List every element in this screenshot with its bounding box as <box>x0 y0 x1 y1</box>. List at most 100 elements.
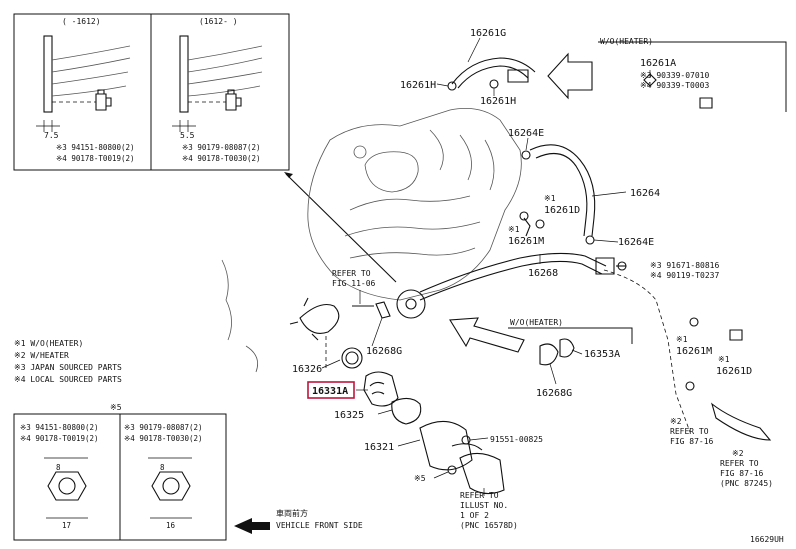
engine-ribs <box>429 129 495 191</box>
label-16261G: 16261G <box>470 28 506 39</box>
gasket-16326 <box>341 347 363 369</box>
refer-pnc-right-2: REFER TO <box>720 459 759 468</box>
leader-16268G-b <box>549 363 557 385</box>
clip-16261M-a <box>523 217 531 237</box>
label-16264E-b: 16264E <box>618 237 654 248</box>
refer-fig-right-2: REFER TO <box>670 427 709 436</box>
heater-hoses <box>396 57 772 441</box>
label-16264: 16264 <box>630 188 660 199</box>
label-16353A: 16353A <box>584 349 620 360</box>
nut-5 <box>447 465 457 475</box>
refer-fig-top-2: FIG 11-06 <box>332 279 376 288</box>
refer-fig-top-1: REFER TO <box>332 269 371 278</box>
label-91671-80816: ※3 91671-80816 <box>650 261 720 270</box>
wo-heater-mid-region <box>508 327 633 344</box>
manifold-flange-left <box>43 35 53 113</box>
engine-lower-edge <box>221 259 259 373</box>
direction-arrow-mid <box>449 317 525 353</box>
inset-bottom-left-note-2: ※4 90178-T0019(2) <box>20 434 99 443</box>
inset-top-right-note-1: ※3 90179-08087(2) <box>182 143 261 152</box>
label-16261M-a-mark: ※1 <box>508 225 520 234</box>
vehicle-front-jp: 車両前方 <box>276 508 308 518</box>
hose-16578D <box>459 452 505 495</box>
engine-block <box>307 107 522 301</box>
label-90339-07010: ※3 90339-07010 <box>640 71 710 80</box>
inset-bottom-left-note-1: ※3 94151-80800(2) <box>20 423 99 432</box>
label-16261D-b: 16261D <box>716 366 752 377</box>
refer-illust-1: REFER TO <box>460 491 499 500</box>
leader-16264E-b <box>593 239 619 243</box>
thermostat-coil <box>369 381 385 395</box>
clip-16261A <box>643 73 657 87</box>
clamp-16264E-a <box>521 150 531 160</box>
label-16261H-a: 16261H <box>400 80 436 91</box>
bolt-91551 <box>461 435 471 445</box>
pipe-16268-b <box>419 260 603 301</box>
clamp-16261M-b <box>689 317 699 327</box>
legend: ※1 W/O(HEATER) ※2 W/HEATER ※3 JAPAN SOUR… <box>14 339 122 384</box>
refer-pnc-right-4: (PNC 87245) <box>720 479 773 488</box>
intake-runners <box>344 195 481 259</box>
thermostat-assembly <box>289 297 575 495</box>
bolt-head-91671 <box>617 261 627 271</box>
leader-lines <box>321 37 651 496</box>
pipe-flange-hole <box>405 298 417 310</box>
vehicle-front-indicator: 車両前方 VEHICLE FRONT SIDE <box>234 508 363 534</box>
plug-16261D-a <box>535 219 545 229</box>
highlight-16331A <box>307 381 355 399</box>
cap-16261D-b <box>729 329 743 341</box>
label-16261M-b-mark: ※1 <box>676 335 688 344</box>
label-16268G-a: 16268G <box>366 346 402 357</box>
gasket-16353A <box>559 338 575 358</box>
leader-16321 <box>397 439 421 447</box>
label-16261A: 16261A <box>640 58 676 69</box>
leader-91551 <box>469 437 489 441</box>
refer-illust-3: 1 OF 2 <box>460 511 489 520</box>
gasket-16325 <box>391 397 422 425</box>
thermostat-16331A <box>363 371 399 407</box>
diagram-id: 16629UH <box>750 535 784 544</box>
label-5-mark: ※5 <box>414 474 426 483</box>
label-16261H-b: 16261H <box>480 96 516 107</box>
label-16331A: 16331A <box>312 386 348 397</box>
inset-top-left-note-1: ※3 94151-80800(2) <box>56 143 135 152</box>
inset-bottom: ※5 ※3 94151-80800(2) ※4 90178-T0019(2) ※… <box>13 403 227 541</box>
manifold-body-left <box>51 45 131 97</box>
vehicle-front-arrow-icon <box>234 518 270 534</box>
refer-fig-right-3: FIG 87-16 <box>670 437 714 446</box>
vehicle-front-en: VEHICLE FRONT SIDE <box>276 521 363 530</box>
inset-top-left-note-2: ※4 90178-T0019(2) <box>56 154 135 163</box>
inset-pointer-line <box>285 173 397 283</box>
inset-pointer-arrowhead <box>284 172 293 178</box>
housing-16326-bolts <box>289 297 319 341</box>
hose-end-16261G <box>507 69 529 83</box>
hose-16261G-inner <box>457 65 529 89</box>
label-16268G-b: 16268G <box>536 388 572 399</box>
label-16261D-b-mark: ※1 <box>718 355 730 364</box>
inset-top-right-note-2: ※4 90178-T0030(2) <box>182 154 261 163</box>
refer-illust-4: (PNC 16578D) <box>460 521 518 530</box>
pipe-bracket <box>595 257 615 275</box>
gasket-16268G-b <box>539 343 559 366</box>
inset-top-left-dim: 7.5 <box>44 131 59 140</box>
label-90119-T0237: ※4 90119-T0237 <box>650 271 720 280</box>
leader-16325 <box>377 409 393 415</box>
heater-line-path <box>603 269 691 433</box>
gasket-16268G-a <box>375 301 391 319</box>
label-16268: 16268 <box>528 268 558 279</box>
inset-top-right-dim: 5.5 <box>180 131 195 140</box>
inset-top: ( -1612) (1612- ) 7.5 ※3 94151-80800(2) … <box>13 13 290 171</box>
throttle-body <box>364 151 419 193</box>
pipe-16268-a <box>419 252 607 293</box>
inset-top-right-header: (1612- ) <box>199 17 238 26</box>
water-inlet-16321 <box>419 420 473 471</box>
refer-illust-2: ILLUST NO. <box>460 501 508 510</box>
label-16261D-a: 16261D <box>544 205 580 216</box>
label-16261D-a-mark: ※1 <box>544 194 556 203</box>
engine-boss <box>353 145 367 159</box>
pipe-flange-ring <box>396 289 426 319</box>
legend-3: ※3 JAPAN SOURCED PARTS <box>14 363 122 372</box>
hose-16261G <box>451 57 536 85</box>
water-inlet-spout <box>451 443 483 451</box>
